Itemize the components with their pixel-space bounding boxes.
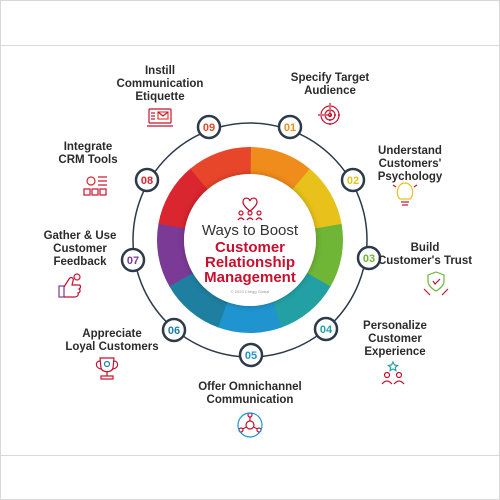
step-icons: [58, 103, 449, 438]
step-label-09: Instill Communication Etiquette: [116, 65, 204, 103]
step-label-03: Build Customer's Trust: [377, 242, 473, 267]
step-number: 09: [203, 122, 215, 134]
top-border-line: [0, 45, 500, 46]
step-label-02: Understand Customers' Psychology: [377, 145, 443, 183]
ring-segment-02: [292, 168, 342, 230]
step-node-circle: [356, 245, 382, 271]
step-nodes: 01 02 03 04 05 06 07 08 09: [120, 114, 382, 368]
step-node-04: 04: [313, 316, 339, 342]
center-title-line2: Customer: [215, 239, 285, 256]
step-node-08: 08: [134, 167, 160, 193]
ring-segment-06: [168, 272, 228, 328]
ring-segment-04: [271, 273, 331, 328]
step-node-02: 02: [340, 167, 366, 193]
center-title-line4: Management: [204, 269, 296, 286]
step-number: 08: [141, 175, 153, 187]
ring-segment-08: [158, 168, 209, 229]
center-disc: [184, 174, 316, 306]
ring-segment-09: [190, 147, 251, 190]
bottom-border-line: [0, 455, 500, 456]
trophy-icon: [95, 357, 119, 380]
lightbulb-head-icon: [392, 182, 418, 206]
step-label-05: Offer Omnichannel Communication: [198, 381, 302, 406]
step-node-circle: [196, 114, 222, 140]
center-logo-icon: [237, 197, 263, 221]
step-label-04: Personalize Customer Experience: [363, 320, 427, 358]
target-icon: [318, 103, 342, 127]
step-node-06: 06: [161, 317, 187, 343]
ring-segment-05: [217, 301, 282, 333]
step-node-circle: [120, 247, 146, 273]
step-node-circle: [277, 114, 303, 140]
laptop-mail-icon: [147, 108, 173, 127]
step-number: 06: [168, 325, 180, 337]
step-node-09: 09: [196, 114, 222, 140]
step-number: 02: [347, 175, 359, 187]
step-node-circle: [238, 342, 264, 368]
step-label-01: Specify Target Audience: [290, 72, 370, 97]
step-node-circle: [161, 317, 187, 343]
people-stars-icon: [381, 360, 405, 385]
step-number: 05: [245, 350, 257, 362]
ring-segment-03: [306, 223, 343, 288]
ring-segment-07: [156, 222, 193, 287]
thumbs-up-icon: [58, 273, 82, 298]
step-node-circle: [134, 167, 160, 193]
crm-tools-icon: [83, 176, 107, 196]
step-node-01: 01: [277, 114, 303, 140]
ring-segment-01: [250, 147, 311, 190]
step-label-07: Gather & Use Customer Feedback: [43, 230, 117, 268]
color-ring: [156, 147, 343, 333]
step-node-03: 03: [356, 245, 382, 271]
handshake-shield-icon: [423, 271, 449, 296]
step-node-circle: [340, 167, 366, 193]
center-credit: © 2023 Chegg Global: [231, 289, 270, 294]
step-label-08: Integrate CRM Tools: [58, 141, 118, 166]
step-number: 04: [320, 324, 333, 336]
center-title-line1: Ways to Boost: [202, 222, 299, 239]
step-node-circle: [313, 316, 339, 342]
step-node-07: 07: [120, 247, 146, 273]
step-label-06: Appreciate Loyal Customers: [65, 328, 159, 353]
step-node-05: 05: [238, 342, 264, 368]
step-number: 01: [284, 122, 296, 134]
center-title-line3: Relationship: [205, 254, 295, 271]
step-number: 07: [127, 255, 139, 267]
step-number: 03: [363, 253, 375, 265]
network-icon: [237, 412, 263, 438]
